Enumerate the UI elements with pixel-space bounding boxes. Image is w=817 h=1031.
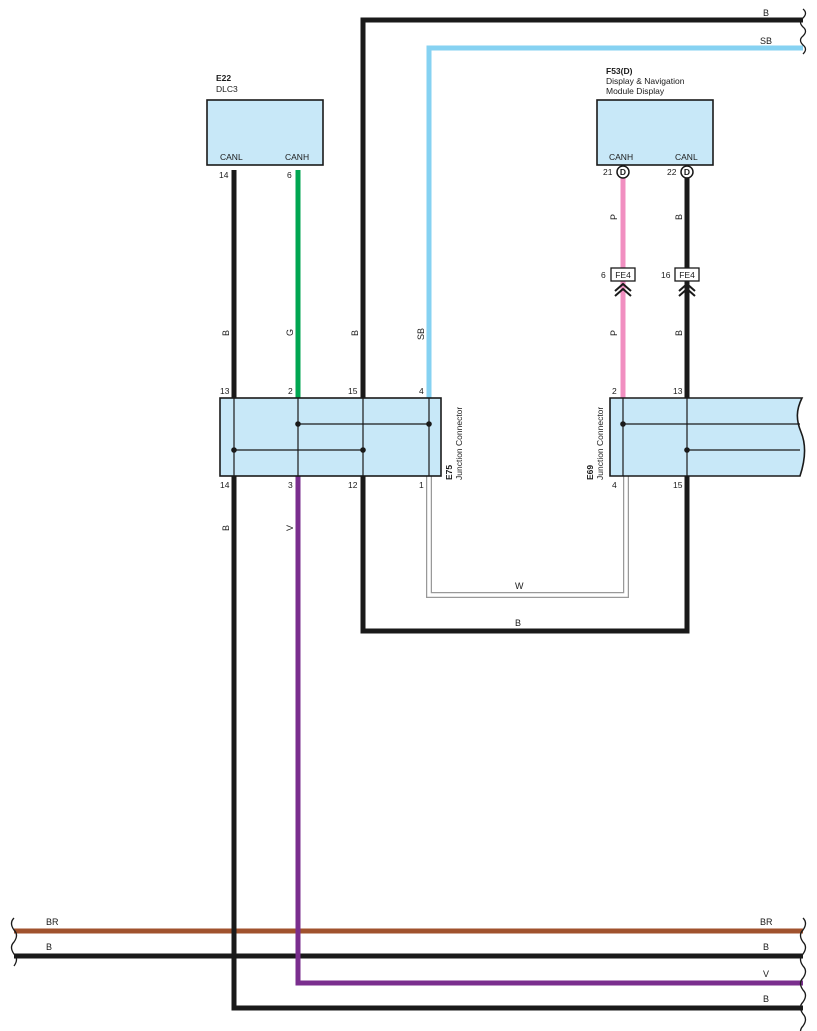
wire-e75-14-b — [231, 476, 803, 1011]
fe4-right-box — [674, 267, 700, 282]
e69-junction-dots — [620, 421, 690, 453]
label-f53-canl-lower: B — [674, 330, 684, 336]
wire-loop-b — [360, 476, 690, 634]
fe4-left-chevron-icon — [614, 282, 632, 297]
f53-name-line1: Display & Navigation — [606, 76, 685, 86]
label-f53-canh-upper: P — [609, 214, 619, 220]
label-bus-br-right: BR — [760, 917, 773, 927]
e22-code: E22 — [216, 73, 231, 83]
connector-fe4-left: FE4 6 — [601, 267, 636, 297]
e75-bottom-pin-12: 12 — [348, 480, 358, 490]
e22-pin-6: 6 — [287, 170, 292, 180]
label-f53-canh-lower: P — [609, 330, 619, 336]
connector-e69: 2 13 4 15 E69 Junction Connector — [585, 386, 806, 490]
label-e22-canh: G — [285, 329, 295, 336]
f53-pin-canh-label: CANH — [609, 152, 633, 162]
e75-bottom-pin-3: 3 — [288, 480, 293, 490]
e75-junction-dots — [231, 421, 432, 453]
e22-pin-canl-label: CANL — [220, 152, 243, 162]
e75-bottom-pin-1: 1 — [419, 480, 424, 490]
e75-top-pin-4: 4 — [419, 386, 424, 396]
e69-name: Junction Connector — [595, 407, 605, 480]
wire-e75-3-v — [295, 476, 803, 986]
connector-e22: E22 DLC3 CANL CANH 14 6 — [206, 73, 324, 180]
fe4-left-label: FE4 — [615, 270, 631, 280]
e22-pin-14: 14 — [219, 170, 229, 180]
e22-name: DLC3 — [216, 84, 238, 94]
label-e75-3: V — [285, 525, 295, 531]
e75-top-pin-2: 2 — [288, 386, 293, 396]
label-e22-canl: B — [221, 330, 231, 336]
label-bus-b-left: B — [46, 942, 52, 952]
f53-pin-22-mark: D — [684, 167, 690, 177]
label-bus-b-right: B — [763, 942, 769, 952]
e69-bottom-pin-15: 15 — [673, 480, 683, 490]
fe4-left-pin: 6 — [601, 270, 606, 280]
fe4-left-box — [610, 267, 636, 282]
label-e75-4: SB — [416, 328, 426, 340]
label-e75-15: B — [350, 330, 360, 336]
e69-code: E69 — [585, 465, 595, 480]
f53-name-line2: Module Display — [606, 86, 665, 96]
e69-bottom-pin-4: 4 — [612, 480, 617, 490]
f53-pin-canl-label: CANL — [675, 152, 698, 162]
break-right-top — [799, 8, 807, 55]
label-top-sb: SB — [760, 36, 772, 46]
e75-top-pin-15: 15 — [348, 386, 358, 396]
label-loop-b: B — [515, 618, 521, 628]
wire-top-sb — [426, 45, 803, 398]
f53-pin-22-marker — [680, 165, 694, 179]
break-right-bottom — [799, 917, 807, 1031]
wire-loop-w — [426, 476, 629, 598]
e75-bottom-pin-14: 14 — [220, 480, 230, 490]
e75-internal-lines — [233, 398, 430, 476]
connector-e75: 13 2 15 4 14 3 12 1 E75 Junction Connect… — [219, 386, 464, 490]
e75-code: E75 — [444, 465, 454, 480]
break-left-bottom — [10, 917, 18, 967]
label-top-b: B — [763, 8, 769, 18]
f53-pin-21-marker — [616, 165, 630, 179]
label-f53-canl-upper: B — [674, 214, 684, 220]
label-e75-14: B — [221, 525, 231, 531]
label-bus-b2-right: B — [763, 994, 769, 1004]
label-loop-w: W — [515, 581, 524, 591]
wire-loop-w-inner — [427, 476, 628, 597]
wire-break-marks — [10, 8, 807, 1031]
connector-fe4-right: FE4 16 — [661, 267, 700, 297]
fe4-right-chevron-icon — [678, 282, 696, 297]
e75-top-pin-13: 13 — [220, 386, 230, 396]
e22-body — [206, 99, 324, 166]
e75-body — [219, 397, 442, 477]
f53-pin-21: 21 — [603, 167, 613, 177]
wire-labels: B SB B G B SB P B P B B V W B BR BR B B … — [46, 8, 773, 1004]
e69-body — [609, 397, 806, 477]
label-bus-br-left: BR — [46, 917, 59, 927]
f53-pin-21-mark: D — [620, 167, 626, 177]
wire-top-b — [360, 17, 803, 398]
f53-code: F53(D) — [606, 66, 633, 76]
fe4-right-pin: 16 — [661, 270, 671, 280]
e22-pin-canh-label: CANH — [285, 152, 309, 162]
f53-pin-22: 22 — [667, 167, 677, 177]
e69-top-pin-2: 2 — [612, 386, 617, 396]
e69-top-pin-13: 13 — [673, 386, 683, 396]
f53-body — [596, 99, 714, 166]
fe4-right-label: FE4 — [679, 270, 695, 280]
e75-name: Junction Connector — [454, 407, 464, 480]
e69-internal-lines — [622, 398, 800, 476]
label-bus-v-right: V — [763, 969, 769, 979]
connector-f53: F53(D) Display & Navigation Module Displ… — [596, 66, 714, 179]
